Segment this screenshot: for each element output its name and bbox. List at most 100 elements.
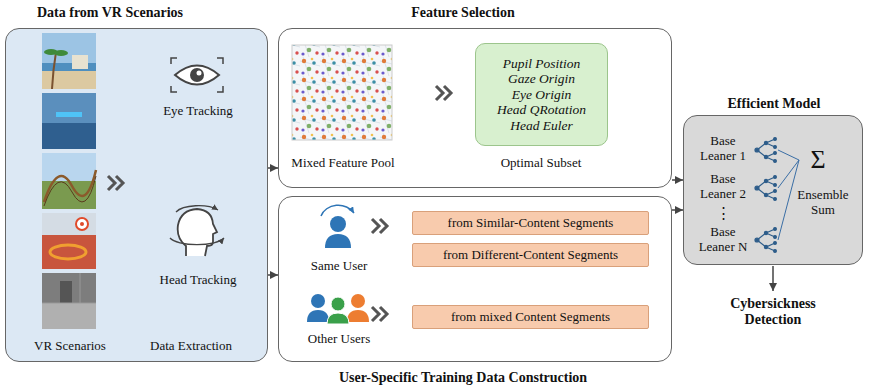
eye-icon: [175, 66, 219, 85]
section-heading: Efficient Model: [704, 96, 844, 112]
tree-learner-icon: [764, 179, 767, 182]
box-text: from Similar-Content Segments: [448, 216, 614, 231]
head-icon: [176, 206, 218, 212]
segment-box: from Similar-Content Segments: [412, 211, 649, 235]
vr-scenario-image: [42, 93, 96, 123]
other-users-icon: [307, 294, 369, 324]
tree-learner-icon: [774, 152, 777, 155]
section-heading: Feature Selection: [363, 5, 563, 21]
inner-label: VR Scenarios: [20, 339, 120, 354]
model-box: Efficient ModelBase Leaner 1Base Leaner …: [683, 115, 863, 265]
vr-scenario-image: [52, 52, 56, 89]
vr-scenario-image: [80, 222, 84, 226]
ensemble-lines: [778, 160, 799, 188]
vr-scenario-image: [50, 245, 86, 259]
feature-pool-image: [292, 45, 392, 140]
flow-arrow: [672, 179, 683, 181]
vr-scenario-image: [42, 213, 96, 235]
chevron-symbol: [108, 86, 451, 321]
chevron-symbol: [372, 307, 387, 321]
tree-learner-icon: [774, 190, 777, 193]
vr-scenario-image: [44, 176, 96, 206]
same-user-icon: [321, 205, 354, 248]
inner-label: Base Leaner N: [695, 225, 751, 255]
box-text: Head QRotation: [497, 102, 586, 118]
vr-scenario-image: [42, 153, 96, 209]
same-user-icon: [330, 216, 346, 232]
inner-label: Same User: [294, 259, 384, 274]
box-text: from mixed Content Segments: [451, 310, 610, 325]
vr-scenario-image: [54, 50, 68, 56]
vr-scenario-image: [42, 71, 96, 89]
tree-learner-icon: [757, 229, 775, 251]
inner-label: Base Leaner 1: [695, 134, 751, 164]
tree-learner-icon: [755, 148, 759, 152]
box-text: Head Euler: [510, 118, 573, 134]
tree-learner-icon: [774, 242, 777, 245]
vr-scenario-image: [42, 273, 96, 303]
output-arrow: [772, 266, 774, 291]
flow-arrow: [268, 274, 278, 276]
output-arrow: [773, 266, 774, 291]
tree-learner-icon: [774, 146, 777, 149]
same-user-icon: [321, 205, 354, 216]
section-heading: User-Specific Training Data Construction: [273, 370, 653, 386]
vr-scenario-image: [42, 93, 96, 149]
inner-label: Mixed Feature Pool: [278, 156, 408, 171]
eye-icon: [171, 58, 223, 92]
vr-scenario-image: [60, 281, 72, 303]
segment-box: from mixed Content Segments: [412, 305, 649, 329]
inner-label: Ensemble Sum: [793, 188, 853, 218]
tree-learner-icon: [764, 155, 767, 158]
tree-learner-icon: [774, 184, 777, 187]
vr-scenario-image: [42, 123, 96, 149]
inner-label: Base Leaner 2: [695, 172, 751, 202]
ensemble-lines: [778, 160, 799, 240]
vr-scenario-image: [42, 33, 96, 89]
tree-learner-icon: [764, 231, 767, 234]
other-users-icon: [347, 310, 369, 322]
tree-learner-icon: [774, 198, 777, 201]
tree-learner-icon: [774, 228, 777, 231]
tree-learner-icon: [774, 138, 777, 141]
tree-learner-icon: [755, 186, 759, 190]
inner-label: Head Tracking: [148, 273, 248, 288]
output-label: Cybersickness Detection: [713, 296, 833, 328]
box-text: Gaze Origin: [508, 71, 575, 87]
vr-scenario-image: [56, 112, 82, 117]
inner-label: Other Users: [294, 332, 384, 347]
tree-learner-icon: [757, 139, 775, 161]
box-text: Pupil Position: [503, 56, 581, 72]
tree-learner-icon: [764, 245, 767, 248]
inner-label: ⋮: [708, 205, 738, 222]
vr-scenario-image: [72, 55, 88, 69]
vr-scenario-image: [42, 153, 96, 181]
tree-learner-icon: [764, 193, 767, 196]
eye-icon: [171, 58, 223, 92]
head-icon: [170, 206, 224, 256]
head-icon: [170, 238, 224, 245]
eye-icon: [190, 68, 204, 82]
other-users-icon: [307, 310, 329, 322]
section-heading: Data from VR Scenarios: [0, 5, 220, 21]
box-text: from Different-Content Segments: [443, 248, 618, 263]
vr-scenario-image: [42, 273, 96, 329]
tree-learner-icon: [757, 177, 775, 199]
inner-label: Data Extraction: [136, 339, 246, 354]
box-text: Eye Origin: [512, 87, 572, 103]
tree-learner-icon: [755, 138, 776, 253]
other-users-icon: [331, 297, 345, 311]
flow-arrow: [672, 209, 683, 211]
flow-arrow: [268, 167, 278, 169]
feature-subset-box: Pupil PositionGaze OriginEye OriginHead …: [475, 43, 608, 146]
other-users-icon: [311, 294, 325, 308]
vr-scenario-image: [42, 235, 96, 269]
inner-label: Σ: [803, 145, 833, 175]
tree-learner-icon: [774, 176, 777, 179]
inner-label: Optimal Subset: [481, 156, 601, 171]
tree-learner-icon: [774, 250, 777, 253]
tree-learner-icon: [755, 238, 759, 242]
chevron-symbol: [108, 176, 123, 190]
vr-scenario-image: [42, 273, 96, 303]
